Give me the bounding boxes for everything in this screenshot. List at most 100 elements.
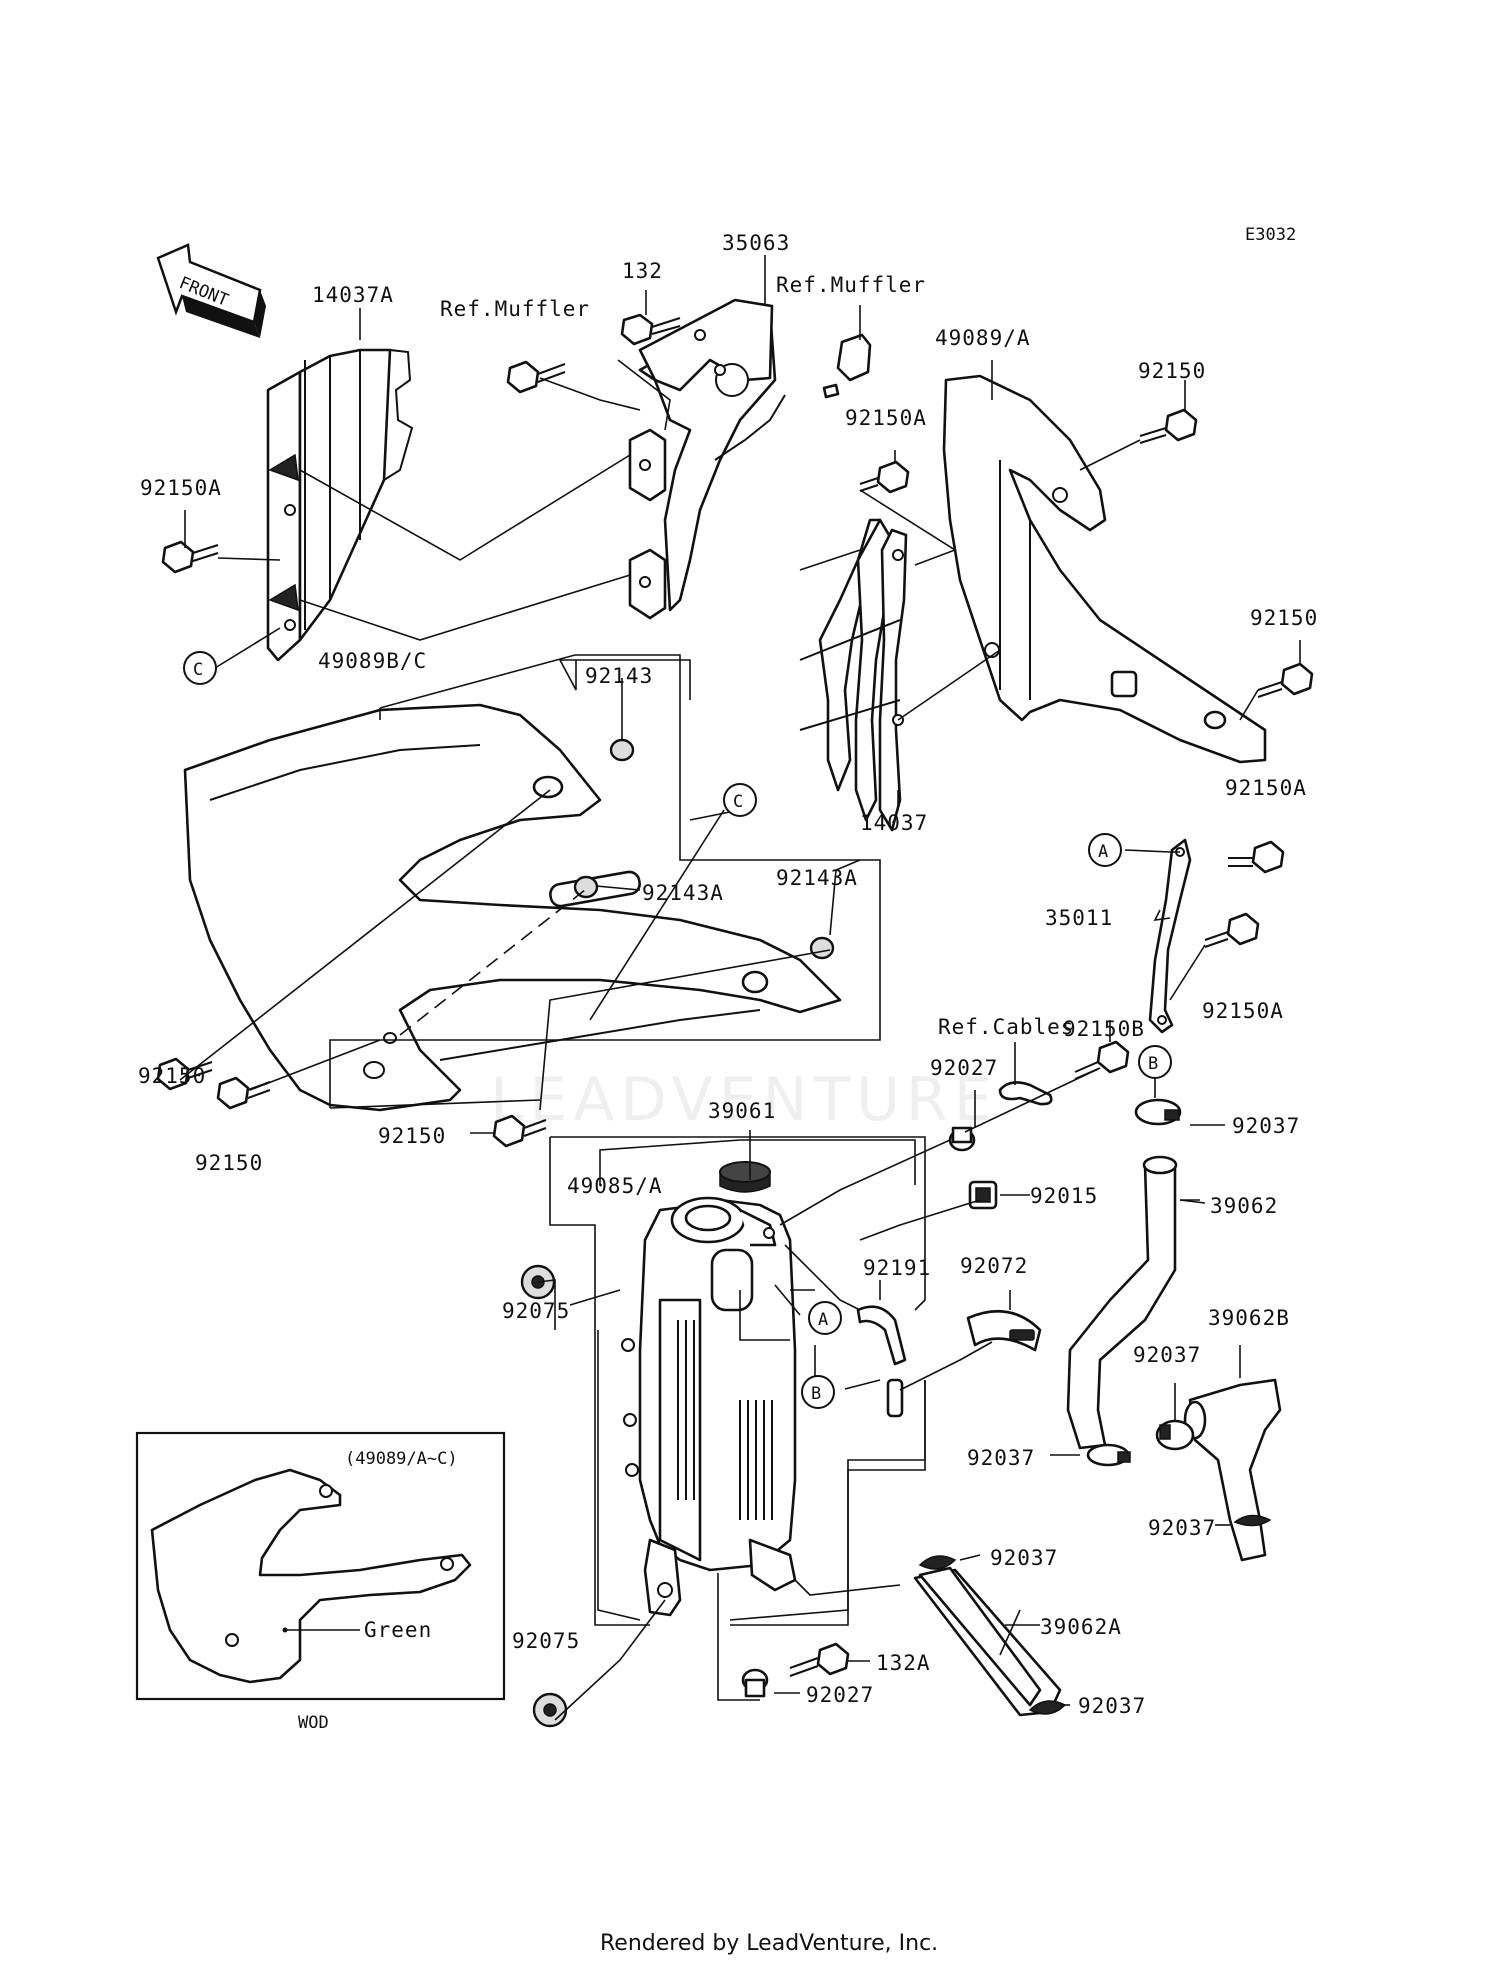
callout-b-radiator: B [801, 1375, 835, 1409]
label-92143a-1: 92143A [642, 881, 724, 905]
label-14037a: 14037A [312, 283, 394, 307]
radiator-shroud-right [942, 374, 1267, 764]
bolt-ref-muffler [506, 360, 566, 394]
clip-92015 [968, 1180, 998, 1210]
label-ref-muffler-left: Ref.Muffler [440, 297, 590, 321]
washer-92143a-2 [809, 936, 835, 960]
washer-92143a-1 [573, 875, 599, 899]
callout-c-mid: C [723, 783, 757, 817]
label-92143a-2: 92143A [776, 866, 858, 890]
label-92027-top: 92027 [930, 1056, 998, 1080]
label-39062: 39062 [1210, 1194, 1278, 1218]
label-92037-low: 92037 [990, 1546, 1058, 1570]
bolt-92150a-left [161, 540, 219, 574]
bolt-92150-right [1257, 662, 1314, 698]
inset-model-label: WOD [298, 1713, 329, 1733]
inset-color-label: Green [364, 1618, 432, 1642]
callout-c-top: C [183, 651, 217, 685]
label-92150a-r1: 92150A [1225, 776, 1307, 800]
bushing-92027-top [948, 1126, 976, 1152]
inset-variant-label: (49089/A~C) [345, 1449, 458, 1469]
cap-49085a [719, 1161, 771, 1193]
label-92037-b: 92037 [1232, 1114, 1300, 1138]
clamp-92037-left [1086, 1443, 1131, 1467]
label-39061: 39061 [708, 1099, 776, 1123]
label-92037-mid: 92037 [1133, 1343, 1201, 1367]
label-132a: 132A [876, 1651, 931, 1675]
label-92150a-r2: 92150A [1202, 999, 1284, 1023]
bolt-92150b [1074, 1040, 1130, 1080]
washer-92143 [609, 738, 635, 762]
assembly-outline-left [329, 654, 881, 1108]
bolt-92150a-right-1 [1228, 840, 1285, 874]
footer-credit: Rendered by LeadVenture, Inc. [600, 1931, 938, 1956]
clamp-92037-right [1233, 1514, 1272, 1527]
bolt-92150a-mid [859, 460, 910, 494]
bolt-92150-top-right [1139, 408, 1198, 444]
bolt-132a [789, 1642, 850, 1677]
label-92037-left: 92037 [967, 1446, 1035, 1470]
label-ref-muffler-right: Ref.Muffler [776, 273, 926, 297]
label-49089a: 49089/A [935, 326, 1031, 350]
svg-text:A: A [818, 1310, 828, 1330]
label-92037-right: 92037 [1148, 1516, 1216, 1540]
svg-text:C: C [193, 660, 203, 680]
label-49085a: 49085/A [567, 1174, 663, 1198]
clamp-92037-mid [1155, 1419, 1195, 1451]
bolt-92150-left-3 [492, 1114, 547, 1148]
label-92150-l2: 92150 [195, 1151, 263, 1175]
watermark: LEADVENTURE [490, 1065, 998, 1135]
svg-text:A: A [1098, 842, 1108, 862]
label-92072: 92072 [960, 1254, 1028, 1278]
diagram-code: E3032 [1245, 225, 1296, 245]
radiator-shroud-left [183, 703, 842, 1112]
part-labels: 14037A 35063 132 Ref.Muffler Ref.Muffler… [138, 231, 1318, 1718]
radiator-fins [677, 1320, 773, 1520]
bolt-132 [620, 313, 681, 346]
label-92150a-left: 92150A [140, 476, 222, 500]
washer-small-c [383, 1032, 397, 1044]
label-92037-bottom: 92037 [1078, 1694, 1146, 1718]
callout-a-radiator: A [808, 1301, 842, 1335]
bracket-35063 [628, 298, 872, 620]
label-ref-cables: Ref.Cables [938, 1015, 1074, 1039]
bushing-92027-bottom [741, 1668, 769, 1698]
radiator-39061 [621, 1196, 797, 1617]
label-92150-top-right: 92150 [1138, 359, 1206, 383]
label-92143: 92143 [585, 664, 653, 688]
front-direction-arrow: FRONT [156, 243, 266, 338]
hose-39062a [913, 1566, 1062, 1717]
grommet-92075-bottom [532, 1692, 568, 1728]
label-92150-l1: 92150 [138, 1064, 206, 1088]
callout-a-right: A [1088, 833, 1122, 867]
label-92150b: 92150B [1063, 1017, 1145, 1041]
clamp-92037-low [918, 1555, 957, 1570]
label-39062a: 39062A [1040, 1615, 1122, 1639]
label-92015: 92015 [1030, 1184, 1098, 1208]
label-14037: 14037 [860, 811, 928, 835]
label-92150-right: 92150 [1250, 606, 1318, 630]
label-92027-bottom: 92027 [806, 1683, 874, 1707]
hose-92191 [856, 1305, 907, 1418]
label-35063: 35063 [722, 231, 790, 255]
label-92075-bottom: 92075 [512, 1629, 580, 1653]
bolt-92150-left-2 [216, 1076, 271, 1110]
svg-text:B: B [1148, 1054, 1158, 1074]
label-92150a-mid: 92150A [845, 406, 927, 430]
svg-text:B: B [811, 1384, 821, 1404]
leader-lines [179, 255, 1301, 1721]
label-35011: 35011 [1045, 906, 1113, 930]
band-92072 [966, 1309, 1042, 1352]
callout-b-right: B [1138, 1045, 1172, 1079]
label-92150-l3: 92150 [378, 1124, 446, 1148]
assembly-outline-radiator [549, 1136, 926, 1626]
bolt-92150a-right-2 [1204, 912, 1260, 948]
svg-text:C: C [733, 792, 743, 812]
label-92075-top: 92075 [502, 1299, 570, 1323]
label-49089bc: 49089B/C [318, 649, 427, 673]
label-39062b: 39062B [1208, 1306, 1290, 1330]
inset-variant-box: (49089/A~C) Green [135, 1431, 506, 1701]
label-132: 132 [622, 259, 663, 283]
clamp-92037-b [1134, 1098, 1182, 1126]
